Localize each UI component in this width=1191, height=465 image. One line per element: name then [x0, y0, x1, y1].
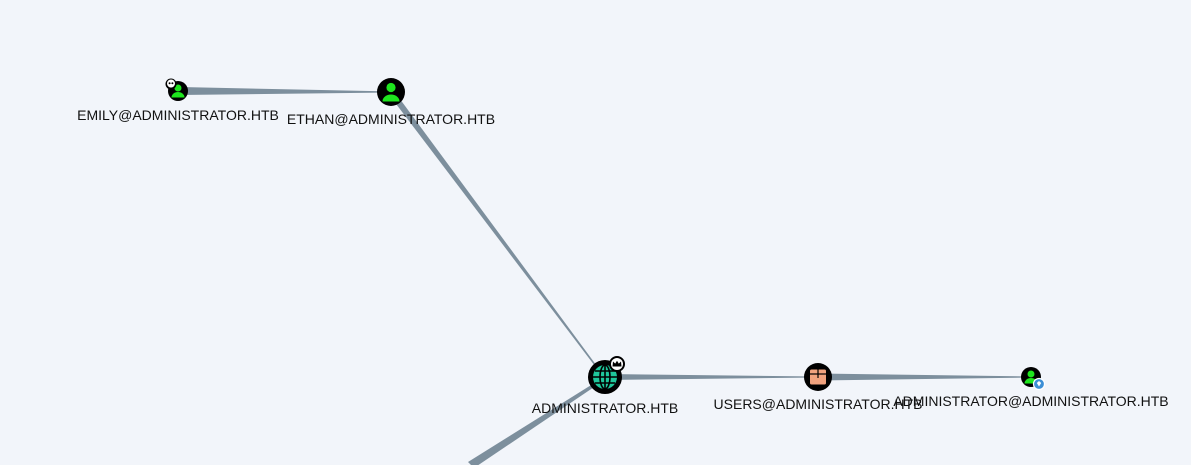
node-label-emily: EMILY@ADMINISTRATOR.HTB	[77, 107, 279, 123]
user-icon	[1024, 370, 1038, 384]
node-admin[interactable]: ADMINISTRATOR@ADMINISTRATOR.HTB	[893, 367, 1169, 409]
edge-emily-ethan[interactable]	[180, 87, 391, 95]
high-value-diamond-icon	[1032, 377, 1046, 391]
user-icon	[171, 84, 185, 98]
group-box-icon	[810, 369, 826, 385]
node-label-admin: ADMINISTRATOR@ADMINISTRATOR.HTB	[893, 393, 1168, 409]
user-icon	[382, 82, 400, 102]
node-label-users: USERS@ADMINISTRATOR.HTB	[714, 396, 923, 412]
node-ethan[interactable]: ETHAN@ADMINISTRATOR.HTB	[287, 78, 495, 127]
edge-users-admin[interactable]	[818, 373, 1031, 381]
node-label-domain: ADMINISTRATOR.HTB	[532, 400, 679, 416]
node-emily[interactable]: EMILY@ADMINISTRATOR.HTB	[77, 78, 279, 124]
node-domain[interactable]: ADMINISTRATOR.HTB	[532, 356, 679, 416]
globe-icon	[593, 364, 617, 390]
owned-skull-icon	[165, 78, 177, 90]
edge-layer	[180, 87, 1031, 465]
node-label-ethan: ETHAN@ADMINISTRATOR.HTB	[287, 111, 495, 127]
edge-domain-offscreen[interactable]	[468, 377, 606, 465]
crown-icon	[609, 356, 625, 372]
node-users[interactable]: USERS@ADMINISTRATOR.HTB	[714, 363, 923, 412]
edge-ethan-domain[interactable]	[388, 91, 606, 378]
edge-domain-users[interactable]	[605, 374, 818, 380]
